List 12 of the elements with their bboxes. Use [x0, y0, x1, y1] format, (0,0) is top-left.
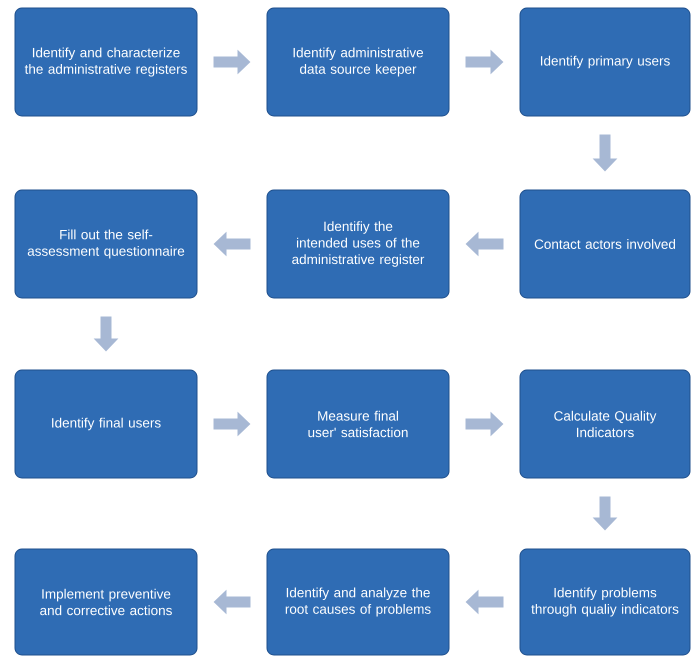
process-box: Implement preventive and corrective actions [14, 548, 198, 656]
process-box: Contact actors involved [520, 190, 690, 298]
process-box: Identify administrative data source keeper [266, 8, 450, 116]
process-box: Identify and analyze the root causes of problems [266, 548, 450, 656]
process-box: Identify problems through qualiy indicators [520, 548, 690, 656]
process-box: Fill out the self-assessment questionnaire [14, 190, 198, 298]
process-box: Measure final user' satisfaction [266, 370, 450, 478]
process-box: Identify primary users [520, 8, 690, 116]
process-box: Identifiy the intended uses of the administrative register [266, 190, 450, 298]
process-box: Calculate Quality Indicators [520, 370, 690, 478]
process-box: Identify final users [14, 370, 198, 478]
process-box: Identify and characterize the administrative registers [14, 8, 198, 116]
